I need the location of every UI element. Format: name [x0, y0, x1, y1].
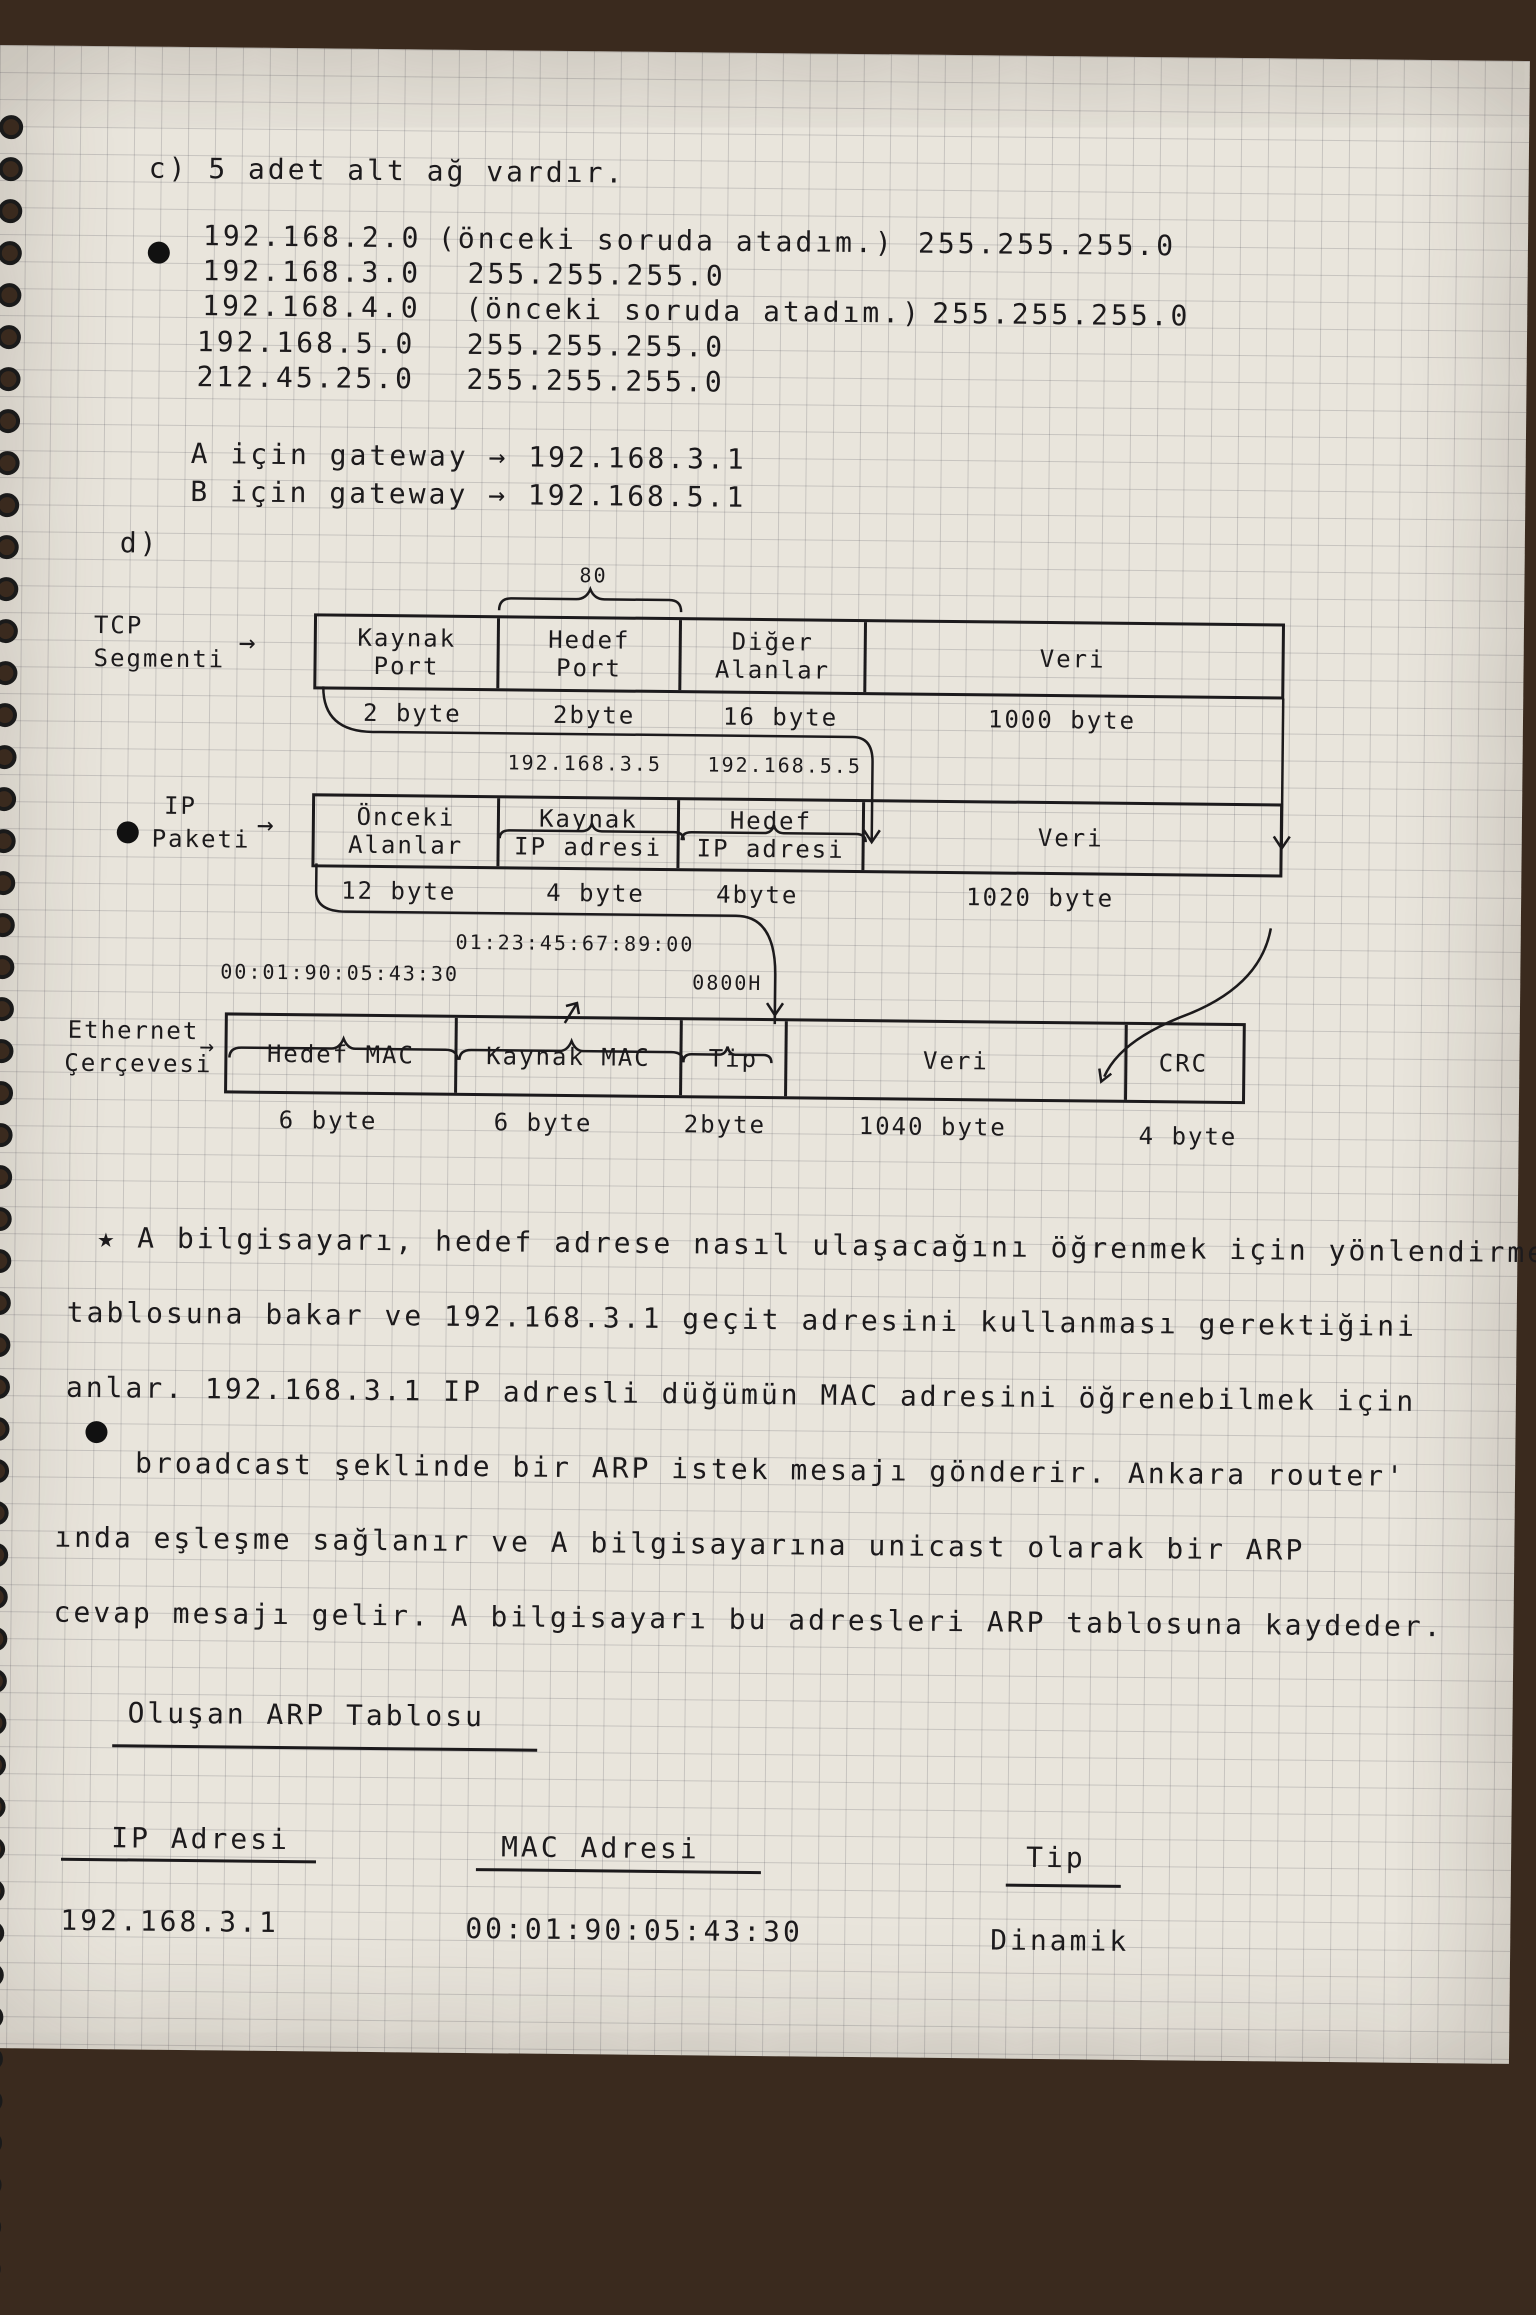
- diagram-connectors: [228, 585, 1291, 1084]
- explanation-line: tablosuna bakar ve 192.168.3.1 geçit adr…: [66, 1295, 1418, 1343]
- notebook-page: c) 5 adet alt ağ vardır. 192.168.2.0 (ön…: [0, 45, 1536, 2282]
- arp-table-title: Oluşan ARP Tablosu: [127, 1696, 486, 1734]
- arp-cell-mac: 00:01:90:05:43:30: [465, 1911, 804, 1949]
- header-underline: [60, 1857, 317, 1864]
- header-underline: [475, 1868, 761, 1875]
- arp-col-header: MAC Adresi: [500, 1830, 700, 1866]
- explanation-line: anlar. 192.168.3.1 IP adresli düğümün MA…: [65, 1370, 1417, 1418]
- explanation-line: ★ A bilgisayarı, hedef adrese nasıl ulaş…: [97, 1221, 1536, 1270]
- arp-cell-ip: 192.168.3.1: [60, 1903, 279, 1940]
- header-underline: [1005, 1883, 1121, 1888]
- explanation-line: ında eşleşme sağlanır ve A bilgisayarına…: [54, 1520, 1306, 1567]
- arp-col-header: Tip: [1025, 1840, 1086, 1875]
- hole-dot: [85, 1420, 108, 1444]
- explanation-line: cevap mesajı gelir. A bilgisayarı bu adr…: [53, 1595, 1444, 1644]
- title-underline: [112, 1744, 538, 1752]
- arp-cell-type: Dinamik: [990, 1923, 1130, 1958]
- explanation-line: broadcast şeklinde bir ARP istek mesajı …: [134, 1446, 1407, 1493]
- arp-col-header: IP Adresi: [111, 1821, 291, 1857]
